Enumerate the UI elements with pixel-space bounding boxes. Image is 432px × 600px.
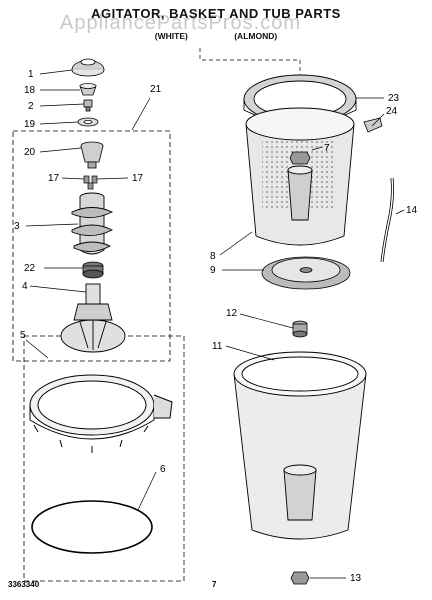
color-almond-label: (ALMOND) [234, 31, 278, 41]
part-basket [245, 107, 355, 246]
callout-5: 5 [20, 330, 26, 341]
part-18 [79, 83, 97, 96]
part-agitator-base [60, 283, 126, 353]
part-agitator-cap [71, 58, 105, 77]
callout-22: 22 [24, 263, 36, 274]
part-13-nut [290, 571, 310, 585]
group-box-21 [12, 130, 171, 362]
callout-23: 23 [388, 93, 400, 104]
callout-17-right: 17 [132, 173, 144, 184]
callout-11: 11 [212, 341, 223, 352]
watermark: AppliancePartsPros.com [60, 12, 301, 34]
callout-9: 9 [210, 265, 216, 276]
callout-3: 3 [14, 221, 20, 232]
callout-1: 1 [28, 69, 34, 80]
callout-12: 12 [226, 308, 238, 319]
callout-24: 24 [386, 106, 398, 117]
part-22 [82, 261, 104, 279]
callout-18: 18 [24, 85, 36, 96]
part-9-hub [261, 256, 351, 290]
callout-2: 2 [28, 101, 34, 112]
callout-4: 4 [22, 281, 28, 292]
callout-21: 21 [150, 84, 162, 95]
part-20 [80, 141, 104, 169]
part-5-ring [29, 374, 173, 453]
callout-20: 20 [24, 147, 36, 158]
part-bolt [83, 99, 93, 112]
callout-14: 14 [406, 205, 418, 216]
part-12-seal [292, 320, 308, 338]
leader-title [199, 48, 301, 78]
callout-17-left: 17 [48, 173, 60, 184]
page-number: 7 [212, 580, 217, 589]
callout-19: 19 [24, 119, 36, 130]
part-auger [71, 192, 114, 255]
part-outer-tub [233, 351, 367, 540]
callout-labels: 1 18 2 19 20 17 17 21 3 22 4 5 6 23 24 7… [14, 69, 418, 584]
part-6-ring [31, 500, 153, 554]
callout-13: 13 [350, 573, 362, 584]
part-washer [77, 117, 99, 127]
leader-lines [25, 69, 405, 579]
color-white-label: (WHITE) [154, 31, 188, 41]
callout-6: 6 [160, 464, 166, 475]
part-17-dogs [83, 175, 98, 190]
diagram-title: AGITATOR, BASKET AND TUB PARTS [91, 6, 341, 21]
document-number: 3363340 [8, 580, 40, 589]
part-7-nut [289, 151, 311, 165]
callout-8: 8 [210, 251, 216, 262]
color-variants: (WHITE) (ALMOND) [0, 31, 432, 41]
callout-7: 7 [324, 143, 330, 154]
